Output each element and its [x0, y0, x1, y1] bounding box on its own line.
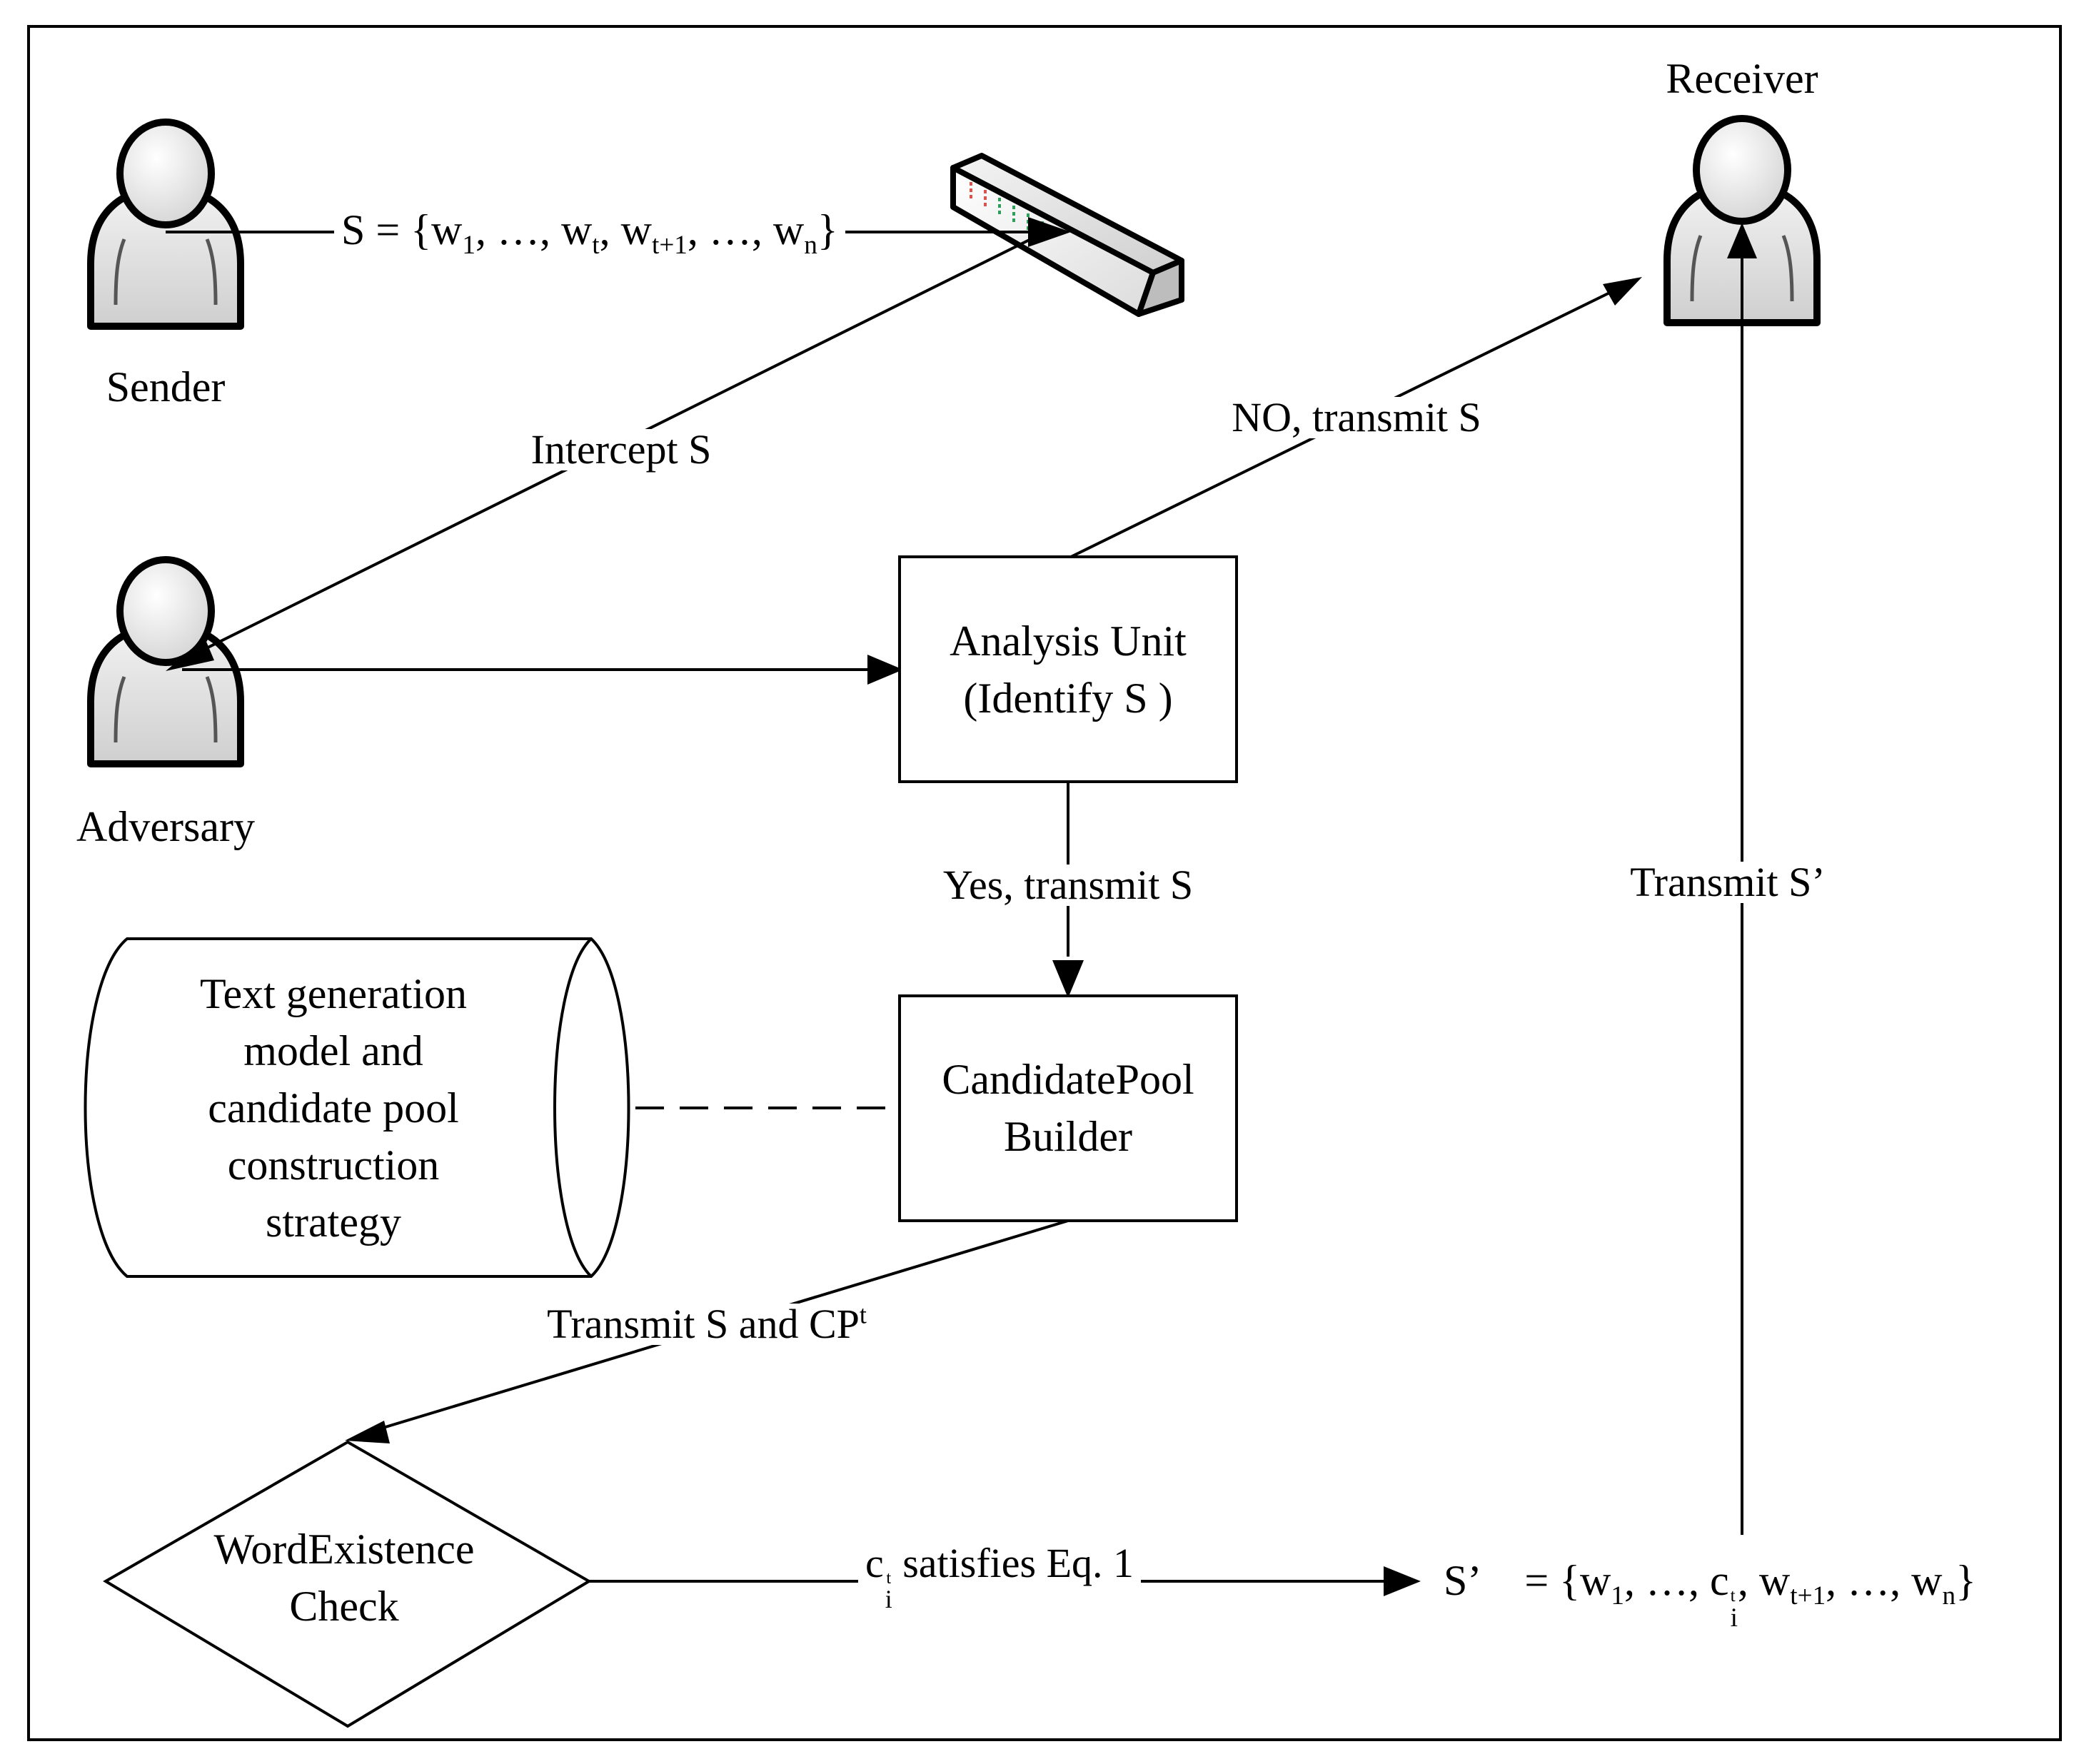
router-led	[1012, 218, 1015, 222]
label-transmit-s-cp-sup: t	[859, 1300, 867, 1329]
analysis-unit-line: (Identify S )	[963, 675, 1173, 722]
router-led	[984, 196, 987, 200]
candidate-pool-line: CandidatePool	[942, 1056, 1194, 1103]
label-transmit-s-cp-text: Transmit S and CP	[547, 1301, 860, 1347]
router-led	[970, 195, 972, 198]
candidate-pool-line: Builder	[1004, 1113, 1132, 1160]
storage-shape	[84, 937, 630, 1278]
sentence-lhs: S	[341, 206, 366, 253]
label-intercept: Intercept S	[523, 429, 719, 470]
candidate-c: c	[1709, 1557, 1729, 1604]
storage-label: Text generation model and candidate pool…	[200, 965, 467, 1251]
word-sub: t	[592, 231, 600, 260]
separator: ,	[751, 206, 773, 253]
analysis-unit-label: Analysis Unit (Identify S )	[950, 613, 1187, 727]
arrowhead	[1028, 217, 1071, 247]
word-w: w	[772, 206, 805, 253]
word-sub: n	[1942, 1581, 1956, 1611]
word-sub: n	[804, 231, 817, 260]
ellipsis: …	[708, 206, 752, 253]
sentence-close: }	[817, 206, 838, 253]
word-w: w	[1911, 1557, 1943, 1604]
storage-line: strategy	[266, 1199, 401, 1246]
router-led	[970, 182, 972, 186]
storage-line: construction	[227, 1141, 440, 1189]
router-led	[1027, 213, 1030, 217]
arrowhead	[867, 655, 903, 685]
analysis-unit-box	[898, 555, 1238, 783]
separator: ,	[687, 206, 709, 253]
ellipsis: …	[1847, 1557, 1891, 1604]
router-led	[984, 203, 987, 206]
router-icon	[950, 153, 1184, 317]
separator: ,	[1688, 1557, 1710, 1604]
word-w: w	[1758, 1557, 1791, 1604]
modified-lhs: S’	[1444, 1557, 1482, 1604]
sentence-close: }	[1955, 1557, 1976, 1604]
word-w: w	[1580, 1557, 1611, 1604]
arrowhead	[1052, 960, 1084, 998]
ellipsis: …	[496, 206, 540, 253]
label-transmit-s-cp: Transmit S and CPt	[540, 1300, 874, 1347]
router-led	[998, 204, 1001, 208]
sentence-expression: S = {w1, …, wt, wt+1, …, wn}	[334, 206, 845, 258]
separator: ,	[1826, 1557, 1848, 1604]
analysis-unit-line: Analysis Unit	[950, 618, 1187, 665]
storage-line: model and	[243, 1027, 423, 1074]
storage-line: Text generation	[200, 970, 467, 1017]
sender-icon	[91, 122, 241, 326]
router-led	[998, 198, 1001, 201]
arrowhead	[1384, 1566, 1421, 1596]
candidate-sup: t	[1730, 1586, 1736, 1606]
word-w: w	[560, 206, 593, 253]
ellipsis: …	[1645, 1557, 1688, 1604]
separator: ,	[1890, 1557, 1912, 1604]
separator: ,	[539, 206, 561, 253]
label-yes-transmit: Yes, transmit S	[935, 865, 1201, 906]
word-w: w	[620, 206, 652, 253]
arrowhead	[1727, 223, 1757, 258]
word-existence-line: WordExistence	[213, 1526, 475, 1573]
adversary-label: Adversary	[76, 803, 255, 850]
candidate-c: c	[865, 1540, 884, 1586]
separator: ,	[599, 206, 621, 253]
word-sub: t+1	[651, 231, 688, 260]
outer-frame	[27, 25, 2062, 1741]
word-existence-line: Check	[289, 1583, 399, 1630]
word-w: w	[431, 206, 463, 253]
router-led	[1012, 212, 1015, 216]
candidate-sup: t	[886, 1568, 892, 1588]
router-led	[984, 190, 987, 193]
label-no-transmit: NO, transmit S	[1224, 397, 1489, 438]
arrowhead	[1603, 277, 1642, 306]
separator: ,	[1737, 1557, 1759, 1604]
receiver-label: Receiver	[1666, 55, 1818, 102]
adversary-icon	[91, 560, 241, 764]
word-sub: 1	[462, 231, 475, 260]
router-led	[1012, 206, 1015, 209]
separator: ,	[1624, 1557, 1646, 1604]
storage-line: candidate pool	[208, 1084, 459, 1132]
arrowhead	[345, 1421, 390, 1443]
candidate-pool-box	[898, 994, 1238, 1222]
candidate-sub: i	[885, 1585, 892, 1614]
word-sub: 1	[1611, 1581, 1624, 1611]
sentence-equals: = {	[365, 206, 432, 253]
word-sub: t+1	[1790, 1581, 1826, 1611]
arrowhead	[166, 638, 214, 671]
candidate-sub: i	[1730, 1603, 1738, 1633]
router-led	[998, 211, 1001, 214]
router-led	[970, 188, 972, 192]
label-transmit-s-prime: Transmit S’	[1623, 862, 1833, 903]
label-satisfies-text: satisfies Eq. 1	[892, 1540, 1134, 1586]
separator: ,	[475, 206, 497, 253]
word-existence-diamond	[103, 1440, 592, 1728]
sender-label: Sender	[106, 363, 226, 410]
modified-equals: = {	[1524, 1557, 1580, 1604]
